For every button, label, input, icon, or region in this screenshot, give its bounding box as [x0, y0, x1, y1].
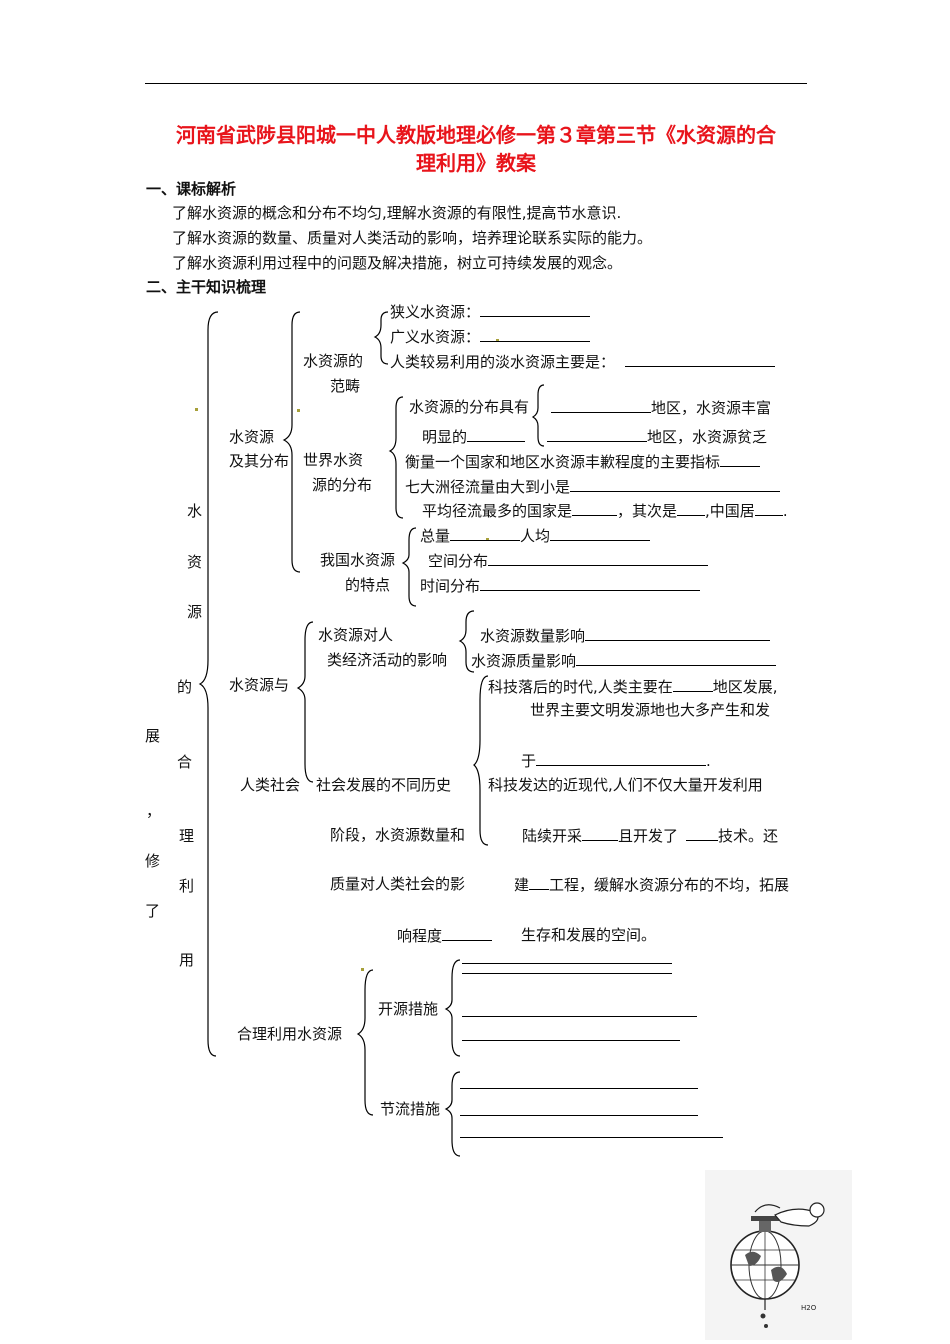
past-era-line3: 于. [521, 751, 711, 770]
root-char: 源 [187, 601, 202, 622]
root-char: 理 [179, 825, 194, 846]
root-char: 资 [187, 551, 202, 572]
quantity-impact: 水资源数量影响 [480, 626, 770, 645]
root-char: 水 [187, 500, 202, 521]
globe-tap-illustration: H2O [705, 1170, 852, 1340]
answer-line [460, 1115, 698, 1116]
past-era-line2: 世界主要文明发源地也大多产生和发 [530, 701, 770, 719]
stages-label-b: 阶段，水资源数量和 [330, 826, 465, 844]
answer-line [462, 1016, 697, 1017]
main-freshwater: 人类较易利用的淡水资源主要是： [390, 352, 775, 371]
broad-water-resource: 广义水资源： [390, 327, 590, 346]
abundance-index: 衡量一个国家和地区水资源丰歉程度的主要指标 [405, 452, 760, 471]
h2o-label: H2O [801, 1304, 817, 1312]
china-space: 空间分布 [428, 551, 708, 570]
modern-era-line2: 陆续开采且开发了技术。还 [522, 826, 778, 845]
past-era-line1: 科技落后的时代,人类主要在地区发展, [488, 677, 778, 696]
modern-era-line3: 建工程，缓解水资源分布的不均，拓展 [514, 875, 789, 894]
root-char: 合 [177, 751, 192, 772]
header-rule [145, 83, 807, 84]
document-title-line2: 理利用》教案 [140, 151, 812, 175]
answer-line [462, 973, 672, 974]
objective-1: 了解水资源的概念和分布不均匀,理解水资源的有限性,提高节水意识. [172, 204, 621, 222]
document-title-line1: 河南省武陟县阳城一中人教版地理必修一第３章第三节《水资源的合 [140, 123, 812, 147]
rich-region: 地区，水资源丰富 [551, 398, 771, 417]
scope-label-a: 水资源的 [303, 352, 363, 370]
econ-label-b: 类经济活动的影响 [327, 651, 447, 669]
narrow-water-resource: 狭义水资源： [390, 302, 590, 321]
root-char: 利 [179, 875, 194, 896]
section1-heading: 一、课标解析 [146, 180, 236, 198]
group3-label: 合理利用水资源 [237, 1025, 342, 1043]
poor-region: 地区，水资源贫乏 [547, 427, 767, 446]
answer-line [462, 963, 672, 964]
group1-label-a: 水资源 [229, 428, 274, 446]
answer-line [460, 1088, 698, 1089]
answer-line [460, 1137, 723, 1138]
china-time: 时间分布 [420, 576, 700, 595]
objective-3: 了解水资源利用过程中的问题及解决措施，树立可持续发展的观念。 [172, 254, 622, 272]
world-label-b: 源的分布 [312, 476, 372, 494]
distribution-a: 水资源的分布具有 [409, 398, 529, 416]
scope-label-b: 范畴 [330, 377, 360, 395]
continent-runoff: 七大洲径流量由大到小是 [405, 477, 780, 496]
stages-label-d: 响程度 [397, 926, 492, 945]
open-source-label: 开源措施 [378, 1000, 438, 1018]
quality-impact: 水资源质量影响 [471, 651, 776, 670]
distribution-b: 明显的 [422, 427, 525, 446]
group2-label-a: 水资源与 [229, 676, 289, 694]
china-label-a: 我国水资源 [320, 551, 395, 569]
root-char: 的 [177, 676, 192, 697]
marker-dot [195, 408, 198, 411]
root-char: 用 [179, 949, 194, 970]
world-label-a: 世界水资 [303, 451, 363, 469]
china-label-b: 的特点 [345, 576, 390, 594]
group1-label-b: 及其分布 [229, 452, 289, 470]
side-char: 展 [145, 725, 160, 746]
side-char: 修 [145, 850, 160, 871]
group2-label-b: 人类社会 [240, 776, 300, 794]
globe-icon: H2O [705, 1170, 852, 1340]
side-char: ， [146, 800, 161, 821]
save-water-label: 节流措施 [380, 1100, 440, 1118]
econ-label-a: 水资源对人 [318, 626, 393, 644]
stages-label-c: 质量对人类社会的影 [330, 875, 465, 893]
section2-heading: 二、主干知识梳理 [146, 278, 266, 296]
side-char: 了 [145, 900, 160, 921]
marker-dot [297, 409, 300, 412]
china-total: 总量人均 [420, 526, 650, 545]
objective-2: 了解水资源的数量、质量对人类活动的影响，培养理论联系实际的能力。 [172, 229, 652, 247]
modern-era-line1: 科技发达的近现代,人们不仅大量开发利用 [488, 776, 763, 794]
stages-label-a: 社会发展的不同历史 [316, 776, 451, 794]
country-runoff: 平均径流最多的国家是，其次是,中国居. [422, 501, 788, 520]
modern-era-line4: 生存和发展的空间。 [521, 926, 656, 944]
answer-line [462, 1040, 680, 1041]
marker-dot [361, 968, 364, 971]
